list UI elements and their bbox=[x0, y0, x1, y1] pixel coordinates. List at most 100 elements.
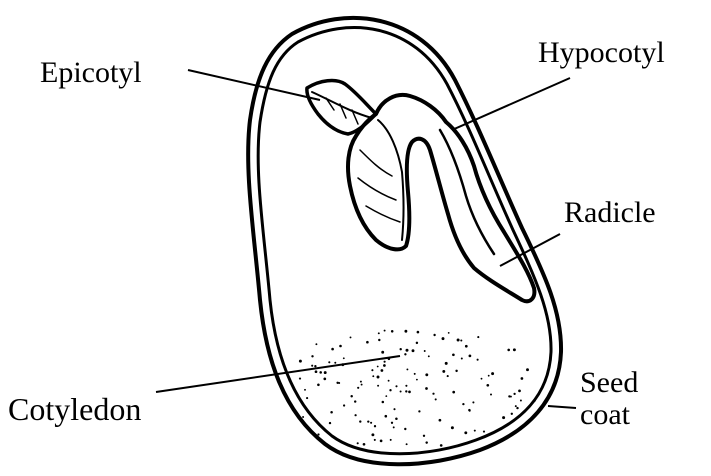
stipple-dot bbox=[384, 330, 386, 332]
seed-coat-leader bbox=[548, 406, 576, 408]
stipple-dot bbox=[534, 400, 536, 402]
hypocotyl-leader bbox=[452, 78, 570, 130]
stipple-dot bbox=[455, 370, 457, 372]
stipple-dot bbox=[380, 440, 383, 443]
stipple-dot bbox=[354, 414, 356, 416]
stipple-dot bbox=[400, 348, 402, 350]
stipple-dot bbox=[334, 362, 336, 364]
stipple-dot bbox=[330, 411, 333, 414]
stipple-dot bbox=[488, 375, 490, 377]
stipple-dot bbox=[513, 348, 516, 351]
stipple-dot bbox=[481, 378, 483, 380]
stipple-dot bbox=[521, 377, 524, 380]
stipple-dot bbox=[381, 351, 384, 354]
stipple-dot bbox=[363, 443, 366, 446]
stipple-dot bbox=[359, 420, 361, 422]
stipple-dot bbox=[477, 359, 479, 361]
stipple-dot bbox=[435, 398, 437, 400]
stipple-dot bbox=[388, 380, 390, 382]
stipple-dot bbox=[370, 422, 372, 424]
stipple-dot bbox=[390, 439, 392, 441]
stipple-dot bbox=[406, 443, 408, 445]
stipple-dot bbox=[442, 370, 445, 373]
epicotyl-vein bbox=[312, 92, 372, 118]
stipple-dot bbox=[391, 422, 393, 424]
stipple-dot bbox=[372, 375, 374, 377]
stipple-dot bbox=[306, 397, 308, 399]
stipple-dot bbox=[507, 349, 510, 352]
stipple-dot bbox=[389, 389, 391, 391]
stipple-dot bbox=[371, 369, 373, 371]
stipple-dot bbox=[343, 357, 345, 359]
stipple-dot bbox=[474, 430, 476, 432]
stipple-dot bbox=[350, 395, 352, 397]
stipple-dot bbox=[395, 385, 397, 387]
stipple-dot bbox=[491, 372, 494, 375]
hypocotyl-label: Hypocotyl bbox=[538, 36, 665, 69]
stipple-dot bbox=[423, 435, 425, 437]
stipple-dot bbox=[393, 426, 395, 428]
stipple-dot bbox=[314, 365, 316, 367]
stipple-dot bbox=[414, 373, 416, 375]
stipple-dot bbox=[311, 365, 313, 367]
stipple-dot bbox=[447, 375, 449, 377]
stipple-dot bbox=[378, 339, 380, 341]
stipple-dot bbox=[317, 433, 319, 435]
stipple-dot bbox=[299, 360, 302, 363]
stipple-dot bbox=[406, 349, 409, 352]
stipple-dot bbox=[377, 376, 380, 379]
stipple-dot bbox=[354, 400, 356, 402]
stipple-dot bbox=[302, 416, 304, 418]
stipple-dot bbox=[374, 425, 376, 427]
stipple-dot bbox=[440, 444, 443, 447]
stipple-dot bbox=[299, 378, 301, 380]
stipple-dot bbox=[404, 330, 407, 333]
stipple-dot bbox=[304, 389, 306, 391]
stipple-dot bbox=[502, 416, 505, 419]
stipple-dot bbox=[452, 353, 455, 356]
stipple-dot bbox=[317, 384, 320, 387]
stipple-dot bbox=[416, 379, 418, 381]
stipple-dot bbox=[406, 368, 408, 370]
stipple-dot bbox=[315, 343, 317, 345]
stipple-dot bbox=[357, 387, 359, 389]
stipple-dot bbox=[408, 391, 411, 394]
stipple-dot bbox=[381, 369, 384, 372]
stipple-dot bbox=[400, 390, 402, 392]
stipple-dot bbox=[331, 348, 334, 351]
stipple-dot bbox=[336, 382, 338, 384]
stipple-dot bbox=[460, 339, 462, 341]
stipple-dot bbox=[319, 371, 322, 374]
stipple-dot bbox=[516, 407, 518, 409]
stipple-dot bbox=[385, 415, 388, 418]
stipple-dot bbox=[374, 439, 376, 441]
stipple-dot bbox=[311, 355, 313, 357]
epicotyl-label: Epicotyl bbox=[40, 56, 142, 89]
stipple-dot bbox=[418, 410, 420, 412]
stipple-dot bbox=[513, 393, 515, 395]
stipple-dot bbox=[445, 362, 448, 365]
stipple-dot bbox=[315, 370, 318, 373]
seed-coat-outer bbox=[248, 18, 561, 464]
stipple-dot bbox=[472, 401, 474, 403]
stipple-dot bbox=[442, 337, 445, 340]
stipple-dot bbox=[361, 384, 363, 386]
stipple-dot bbox=[469, 355, 472, 358]
stipple-dot bbox=[367, 420, 369, 422]
stipple-dot bbox=[324, 371, 327, 374]
stipple-dot bbox=[448, 332, 450, 334]
stipple-dot bbox=[404, 353, 406, 355]
stipple-dot bbox=[385, 395, 387, 397]
stipple-dot bbox=[428, 355, 430, 357]
stipple-dot bbox=[404, 428, 406, 430]
stipple-dot bbox=[350, 336, 352, 338]
stipple-dot bbox=[462, 403, 464, 405]
cotyledon-label: Cotyledon bbox=[8, 391, 141, 427]
seed-coat-label-line2: coat bbox=[580, 398, 631, 431]
stipple-dot bbox=[432, 393, 434, 395]
stipple-dot bbox=[520, 400, 522, 402]
stipple-dot bbox=[329, 422, 331, 424]
stipple-dot bbox=[425, 373, 428, 376]
stipple-dot bbox=[468, 409, 470, 411]
